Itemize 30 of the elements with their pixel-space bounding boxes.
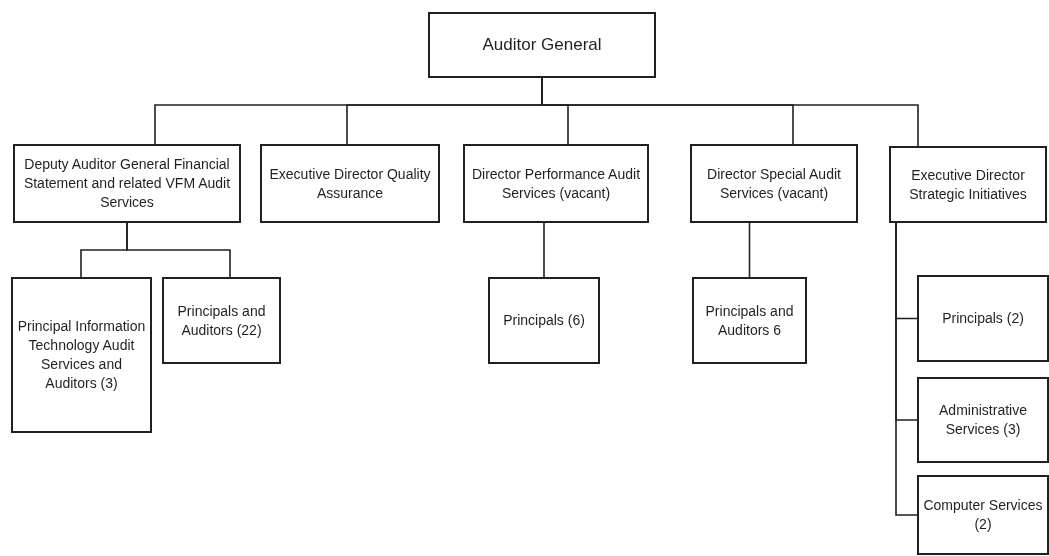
position-title: Principals and Auditors (22) (176, 301, 267, 340)
org-box (162, 277, 281, 364)
position-title: Principal Information Technology Audit Services and Auditors (3) (17, 317, 146, 393)
position-title: Director Special Audit Services (vacant) (706, 164, 842, 203)
org-box (917, 377, 1049, 463)
org-box (690, 144, 858, 223)
connector-line (895, 222, 918, 516)
position-title: Principals (6) (503, 311, 585, 330)
org-box (11, 277, 152, 433)
position-title: Deputy Auditor General Financial Statement and related VFM Audit Services (22, 155, 232, 212)
org-box (463, 144, 649, 223)
org-box (428, 12, 656, 78)
org-box (889, 146, 1047, 223)
position-title: Executive Director Quality Assurance (268, 164, 432, 203)
org-box (917, 275, 1049, 362)
org-box (488, 277, 600, 364)
position-title: Executive Director Strategic Initiatives (908, 165, 1028, 204)
org-box (692, 277, 807, 364)
org-box (13, 144, 241, 223)
position-title: Principals (2) (942, 309, 1024, 328)
connector-line (543, 222, 545, 278)
position-title: Auditor General (482, 33, 602, 56)
org-box (917, 475, 1049, 555)
position-title: Director Performance Audit Services (vacant) (470, 164, 642, 203)
connector-line (748, 222, 751, 278)
connector-line (126, 222, 231, 278)
position-title: Principals and Auditors 6 (704, 301, 795, 340)
org-box (260, 144, 440, 223)
position-title: Administrative Services (3) (938, 401, 1028, 439)
position-title: Computer Services (2) (923, 496, 1043, 534)
